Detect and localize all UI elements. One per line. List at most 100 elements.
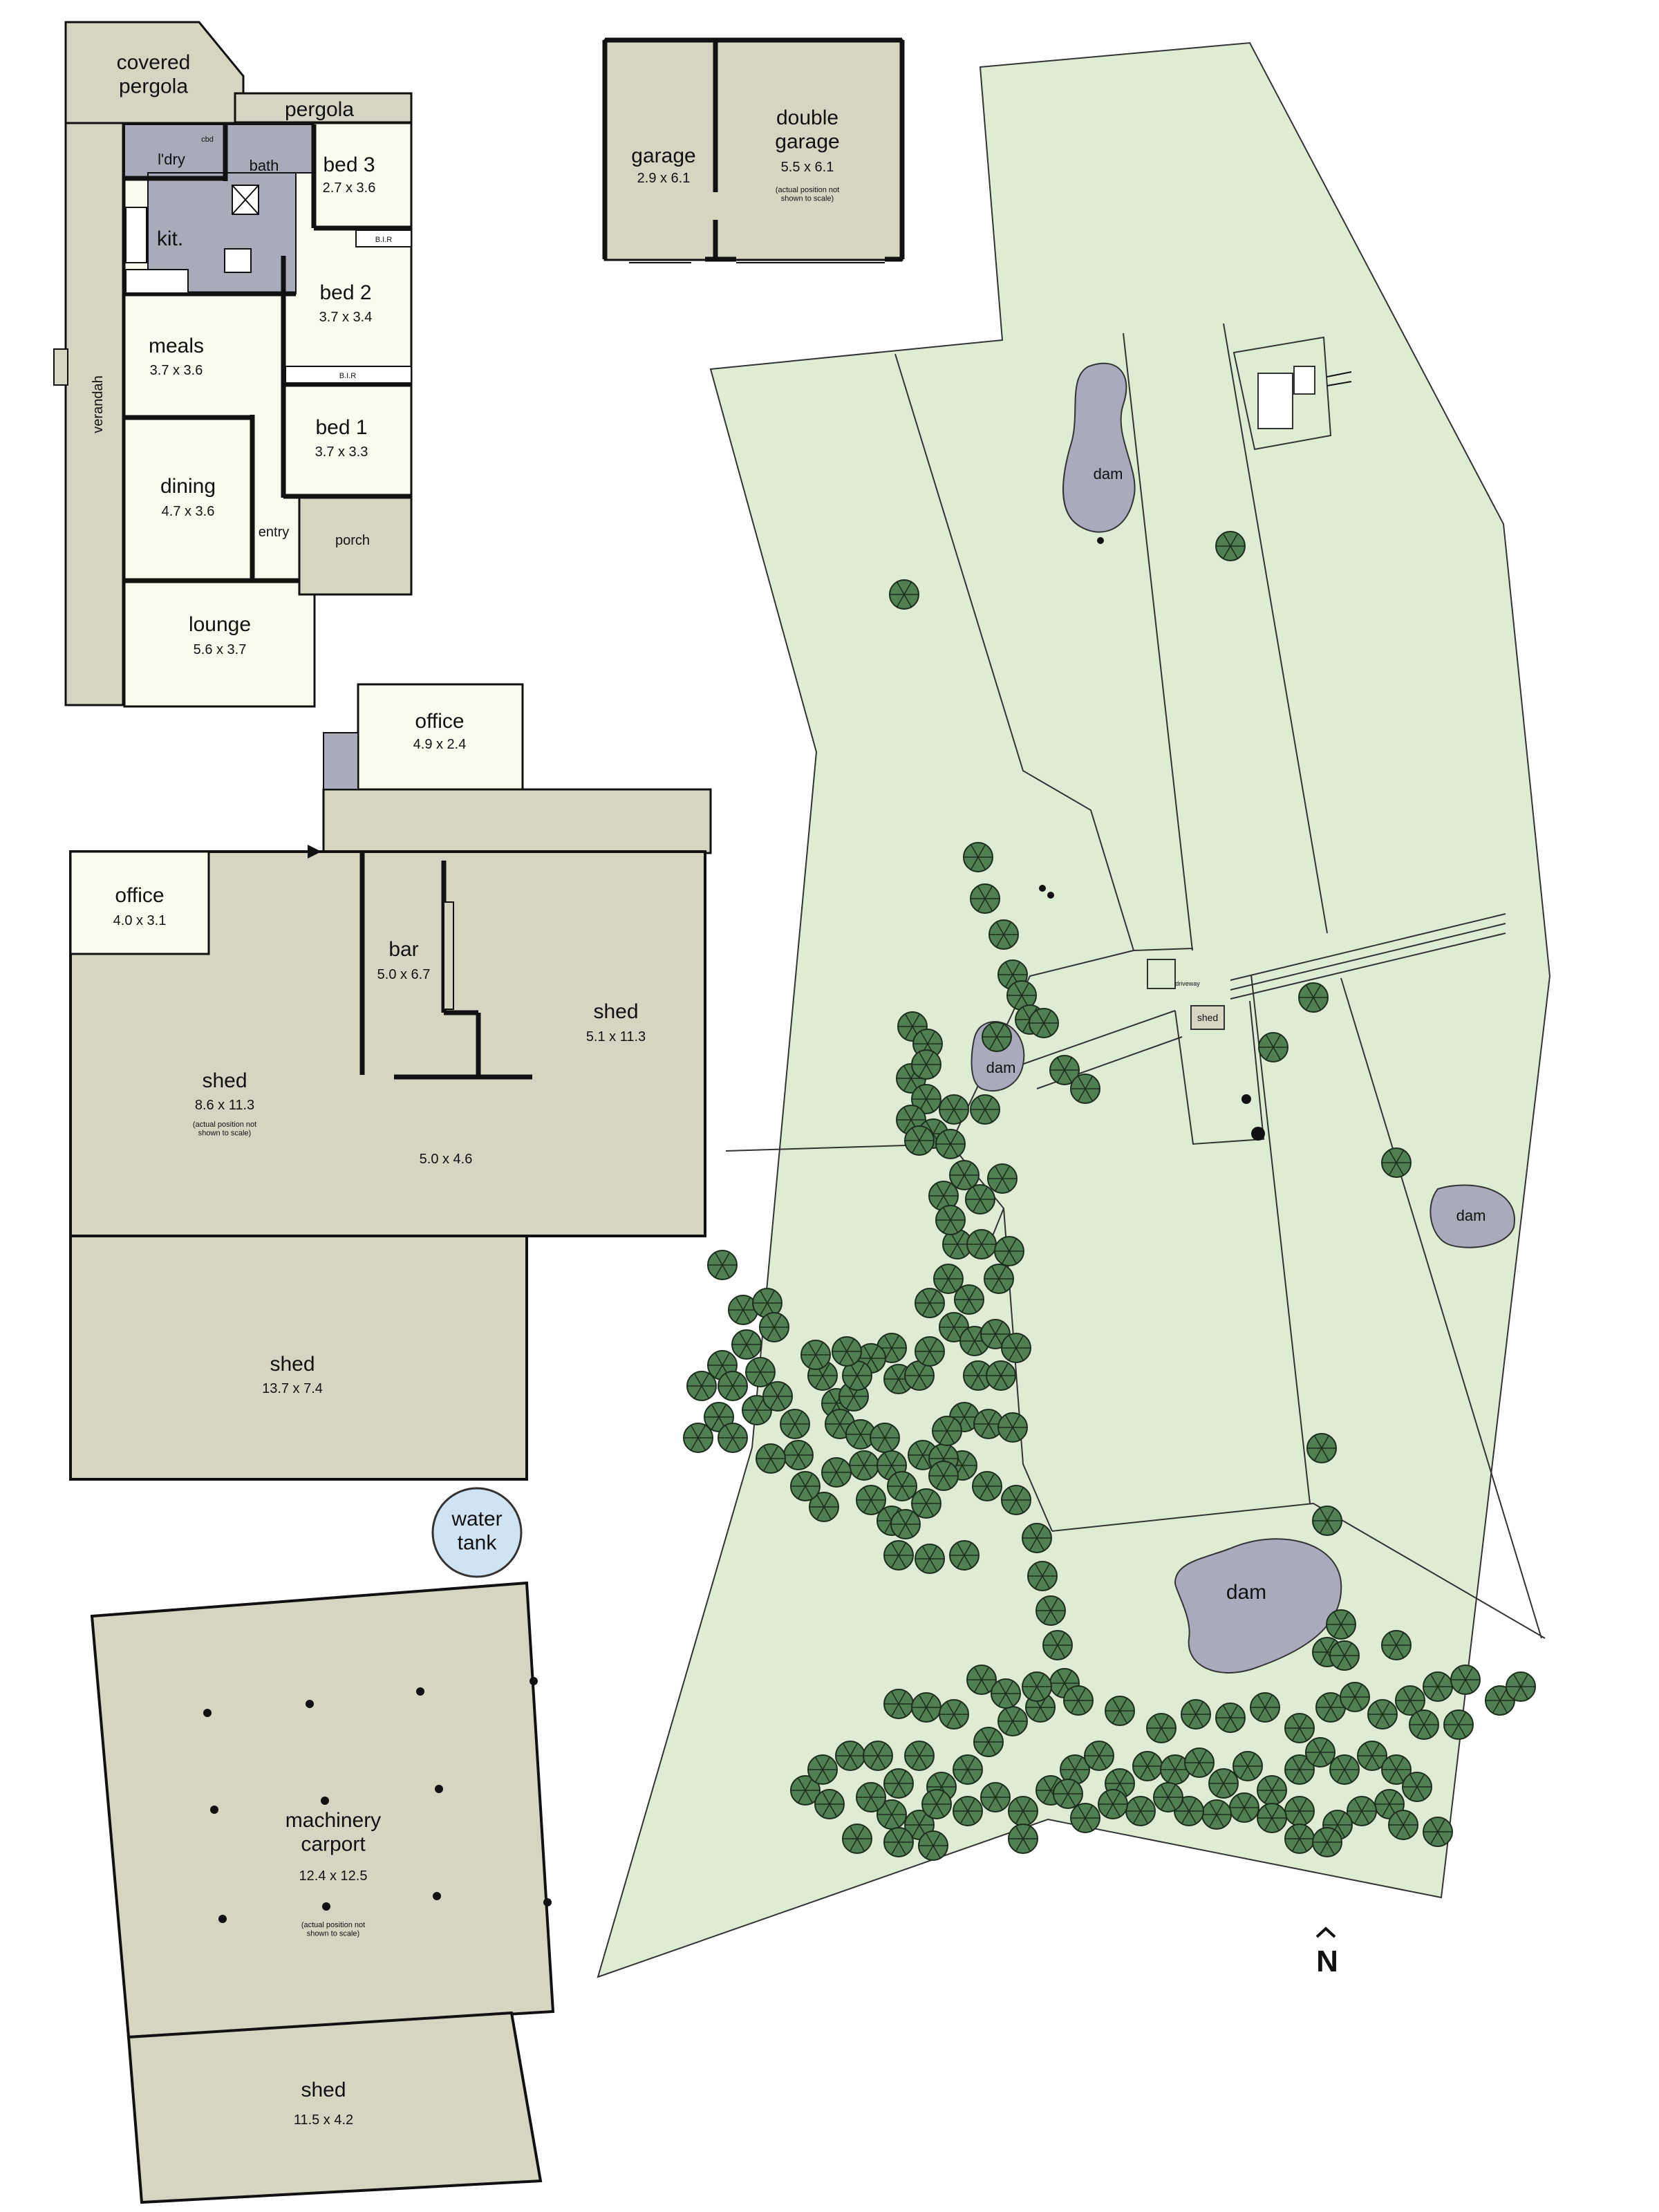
tree-icon xyxy=(849,1450,879,1481)
shed-bottom-name: shed xyxy=(301,2079,346,2101)
porch-label: porch xyxy=(335,533,370,548)
garage-size: 2.9 x 6.1 xyxy=(637,171,691,186)
bed1-size: 3.7 x 3.3 xyxy=(315,444,368,460)
office-small-name: office xyxy=(415,710,464,733)
fence-line xyxy=(1340,977,1542,1639)
fence-line xyxy=(894,353,1194,952)
lounge-name: lounge xyxy=(189,613,251,636)
tree-icon xyxy=(997,1412,1028,1443)
tree-icon xyxy=(1381,1147,1412,1178)
tree-icon xyxy=(1181,1699,1211,1730)
tree-icon xyxy=(1125,1796,1156,1826)
tree-icon xyxy=(845,1419,876,1450)
tree-icon xyxy=(1049,1055,1080,1085)
tree-icon xyxy=(809,1492,839,1522)
tree-icon xyxy=(970,1094,1000,1125)
tree-icon xyxy=(1229,1792,1259,1823)
tree-icon xyxy=(883,1689,914,1719)
carport-post xyxy=(322,1902,330,1911)
kitchen-label: kit. xyxy=(157,227,183,250)
fence-line xyxy=(950,950,1134,1145)
tree-icon xyxy=(1284,1713,1315,1743)
property-boundary xyxy=(597,41,1551,1978)
tree-icon xyxy=(686,1371,717,1401)
homestead-cluster xyxy=(1232,336,1352,451)
tree-icon xyxy=(1305,1737,1335,1768)
tree-icon xyxy=(1450,1665,1481,1695)
tree-icon xyxy=(1423,1671,1453,1702)
tree-icon xyxy=(814,1789,845,1819)
tree-icon xyxy=(987,1163,1018,1194)
tree-icon xyxy=(904,1741,935,1771)
shed-right-name: shed xyxy=(593,1000,638,1023)
porch xyxy=(298,496,413,596)
carport-post xyxy=(529,1677,538,1685)
shed-right-size: 5.1 x 11.3 xyxy=(586,1029,646,1044)
driveway-line xyxy=(1230,913,1506,981)
tree-icon xyxy=(821,1457,852,1488)
tree-icon xyxy=(856,1782,886,1812)
fence-line xyxy=(1250,974,1311,1504)
garage-name: garage xyxy=(631,144,695,167)
tree-icon xyxy=(911,1084,941,1114)
cbd-label: cbd xyxy=(201,135,214,144)
carport-posts xyxy=(203,1677,552,1923)
tree-icon xyxy=(911,1488,941,1519)
tree-icon xyxy=(731,1329,762,1360)
tree-icon xyxy=(1063,1685,1094,1716)
carport-post xyxy=(433,1892,441,1900)
driveway-label: driveway xyxy=(1175,980,1200,987)
tree-icon xyxy=(745,1357,776,1387)
small-office: office 4.9 x 2.4 xyxy=(322,683,712,854)
tree-icon xyxy=(966,1229,997,1259)
tree-icon xyxy=(939,1699,969,1730)
bir-label: B.I.R xyxy=(375,236,393,244)
tree-icon xyxy=(887,1471,917,1501)
tree-icon xyxy=(935,1205,966,1235)
marker-dot xyxy=(1251,1127,1265,1141)
office-wc xyxy=(323,732,359,790)
tree-icon xyxy=(1232,1751,1263,1781)
double-garage-size: 5.5 x 6.1 xyxy=(781,160,834,175)
bed2-name: bed 2 xyxy=(319,281,371,304)
tree-icon xyxy=(953,1796,983,1826)
tree-icon xyxy=(915,1288,945,1318)
driveway-line xyxy=(1230,923,1506,991)
shed-office xyxy=(69,850,210,955)
tree-icon xyxy=(1329,1754,1360,1785)
tree-icon xyxy=(1070,1803,1100,1833)
shed-office-name: office xyxy=(115,884,164,907)
tree-icon xyxy=(932,1416,962,1446)
carport-post xyxy=(306,1700,314,1708)
tree-icon xyxy=(1381,1754,1412,1785)
tree-icon xyxy=(1084,1741,1114,1771)
tree-icon xyxy=(762,1381,793,1412)
carport-post xyxy=(203,1709,212,1717)
tree-icon xyxy=(953,1754,983,1785)
tree-icon xyxy=(918,1830,948,1861)
north-arrow: N xyxy=(1315,1927,1338,1978)
tree-icon xyxy=(1006,980,1037,1011)
tree-icon xyxy=(1132,1751,1163,1781)
tree-icon xyxy=(883,1827,914,1857)
tree-icon xyxy=(1367,1699,1398,1730)
tree-icon xyxy=(1027,1561,1058,1591)
marker-dot xyxy=(1039,885,1046,892)
tree-icon xyxy=(883,1768,914,1799)
tree-icon xyxy=(1306,1433,1337,1463)
tree-icon xyxy=(1008,1824,1038,1854)
tree-icon xyxy=(752,1288,782,1318)
dining-size: 4.7 x 3.6 xyxy=(162,504,215,519)
tree-icon xyxy=(1298,982,1329,1013)
tree-icon xyxy=(759,1312,789,1342)
bar-name: bar xyxy=(388,938,418,961)
tree-icon xyxy=(982,1022,1012,1052)
tree-icon xyxy=(780,1409,810,1439)
tree-icon xyxy=(1022,1671,1052,1702)
tree-icon xyxy=(904,1125,935,1156)
tree-icon xyxy=(1208,1768,1239,1799)
tree-icon xyxy=(980,1782,1011,1812)
site-shed-label: shed xyxy=(1197,1012,1218,1023)
